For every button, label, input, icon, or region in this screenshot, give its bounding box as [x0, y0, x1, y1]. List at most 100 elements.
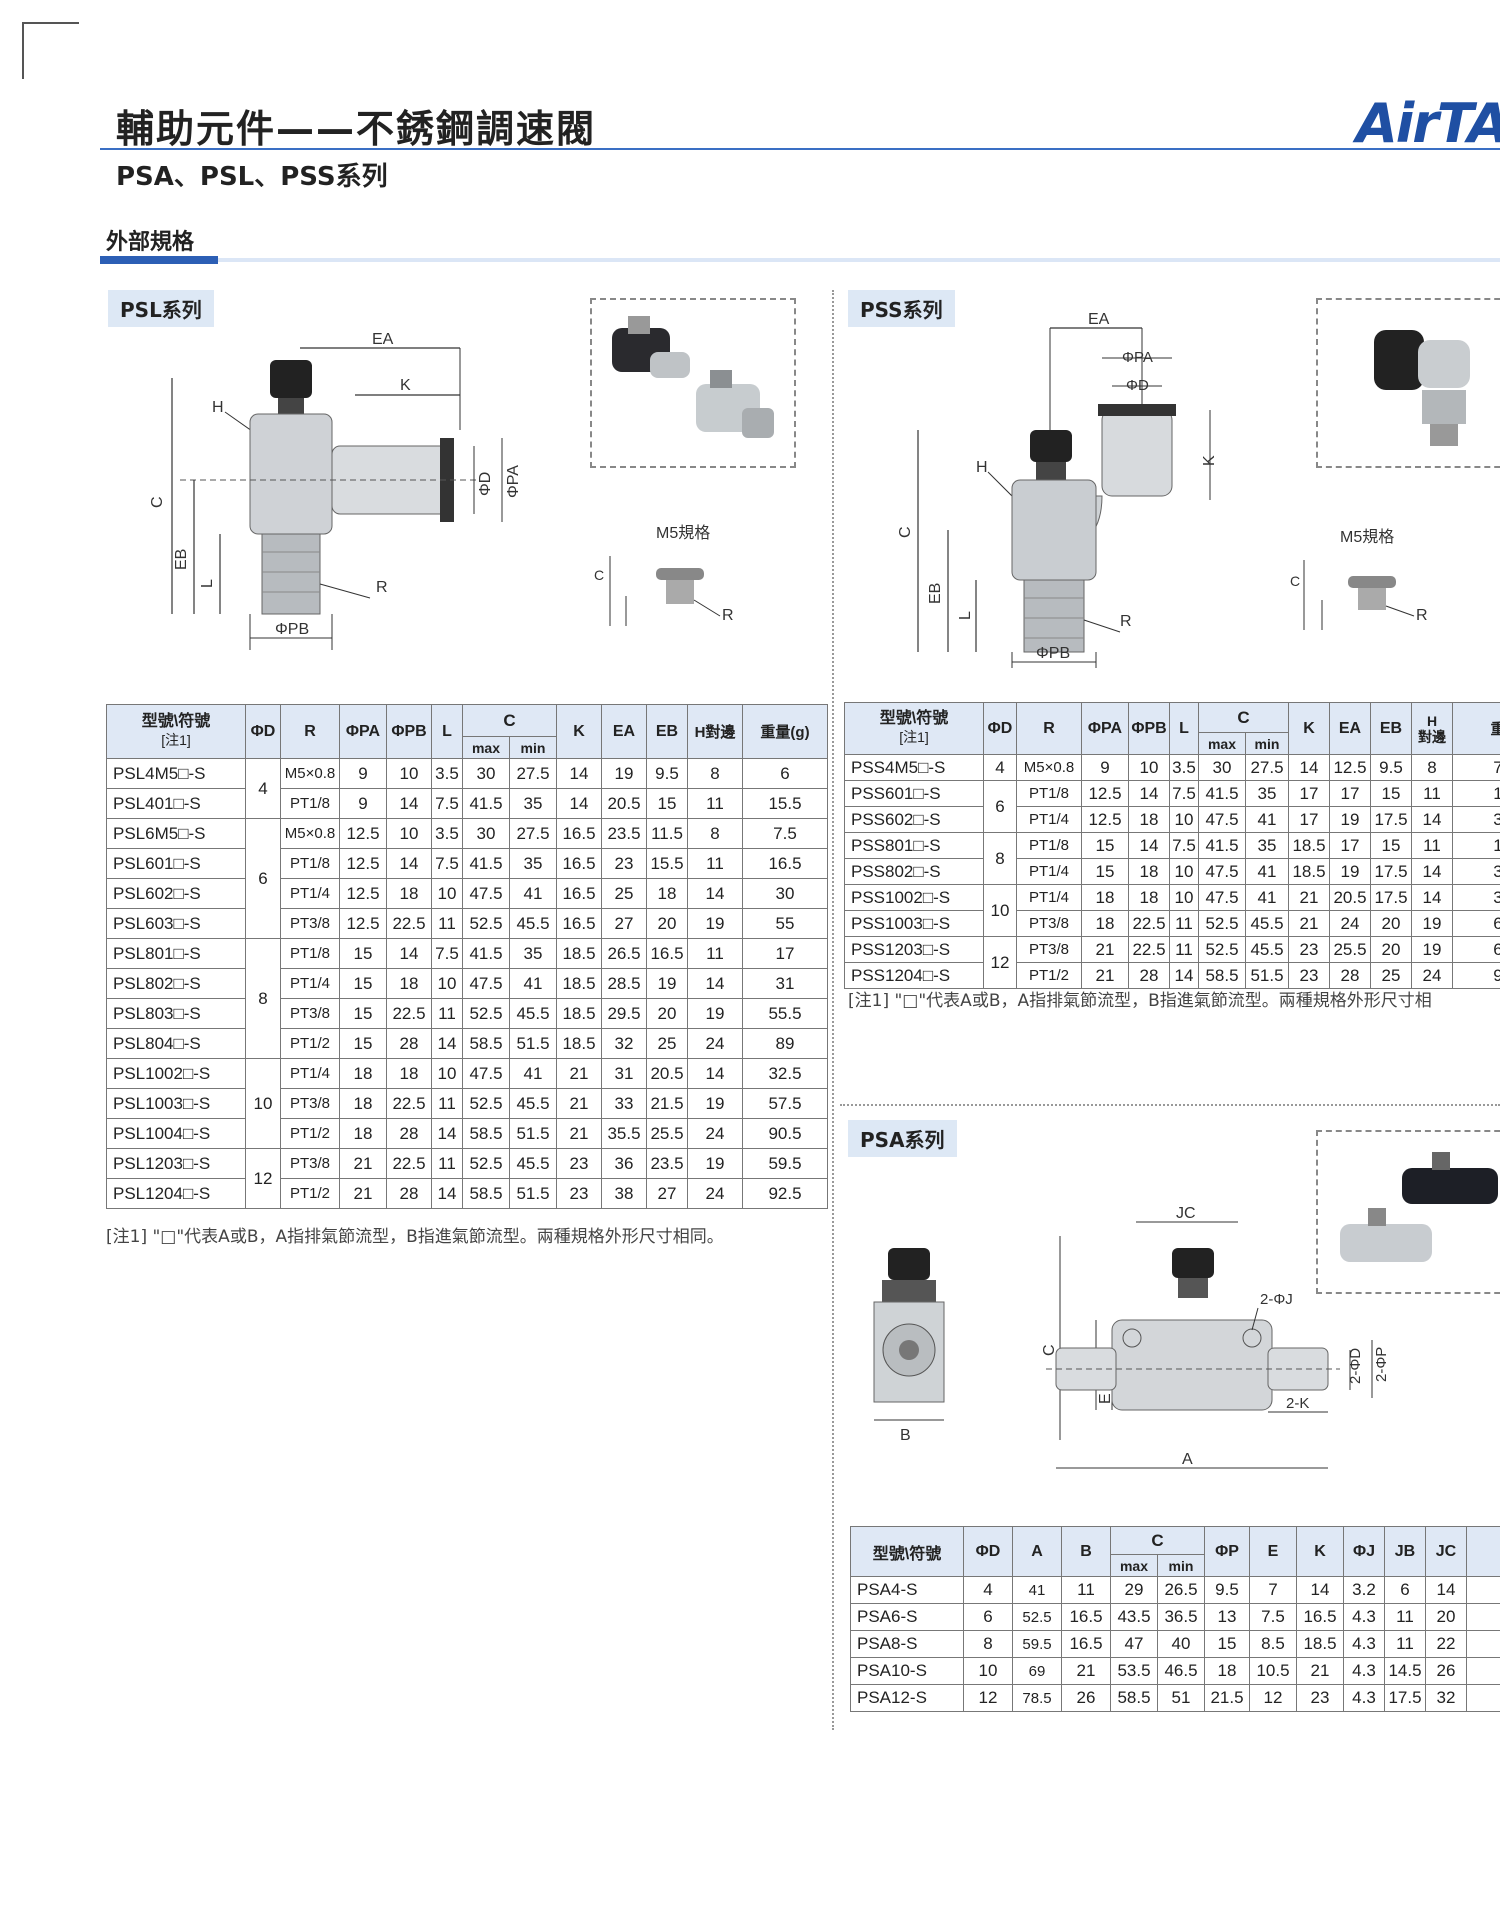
table-cell: 12.5	[339, 818, 387, 849]
table-cell: 19	[687, 1148, 743, 1179]
table-cell: PSL401□-S	[106, 788, 246, 819]
table-cell: 9.5	[1370, 754, 1412, 781]
table-cell: 17	[1329, 780, 1371, 807]
psl-dim-k: K	[400, 377, 411, 394]
table-cell: 41	[1245, 884, 1289, 911]
table-cell: 22.5	[1128, 910, 1170, 937]
table-cell: 7	[1466, 1576, 1500, 1604]
table-cell: 43.5	[1110, 1603, 1158, 1631]
table-cell: PT3/8	[280, 908, 340, 939]
pss-product-photo	[1316, 298, 1500, 468]
table-cell: 41	[509, 878, 557, 909]
table-cell: 19	[1329, 806, 1371, 833]
table-cell: PT3/8	[1016, 936, 1082, 963]
table-cell: 16.5	[556, 818, 602, 849]
psa-dimension-drawing: B C JB E JC 2-ΦJ 2-ΦD 2-ΦP 2-K A	[873, 1205, 1390, 1469]
table-cell: 22.5	[1128, 936, 1170, 963]
table-cell: 45.5	[1245, 936, 1289, 963]
table-cell: 41	[1245, 858, 1289, 885]
table-cell: 19	[687, 908, 743, 939]
table-cell: 18	[386, 968, 432, 999]
table-cell: PT1/4	[1016, 806, 1082, 833]
table-cell: 45.5	[509, 998, 557, 1029]
table-cell: 7.5	[1249, 1603, 1297, 1631]
psa-series-tag: PSA系列	[848, 1120, 957, 1157]
table-cell: 3.5	[1169, 754, 1199, 781]
table-cell: 20	[646, 998, 688, 1029]
table-cell: 32	[1425, 1684, 1467, 1712]
table-cell: PT1/2	[1016, 962, 1082, 989]
psl-m5-r: R	[722, 607, 734, 624]
table-cell: 28	[1128, 962, 1170, 989]
table-cell: 14	[1411, 884, 1453, 911]
psa-head-cmin: min	[1157, 1554, 1205, 1577]
psl-dim-l: L	[199, 579, 216, 588]
table-cell: PT1/8	[280, 938, 340, 969]
pss-m5-r: R	[1416, 607, 1428, 624]
section-rule-accent	[100, 256, 218, 264]
psa-dim-e: E	[1097, 1393, 1114, 1404]
pss-series-tag: PSS系列	[848, 290, 955, 327]
table-cell: 15	[1081, 832, 1129, 859]
psl-head-cmin: min	[509, 736, 557, 759]
table-cell: M5×0.8	[280, 818, 340, 849]
psa-dim-2oj: 2-ΦJ	[1260, 1291, 1293, 1308]
table-cell: PSL602□-S	[106, 878, 246, 909]
table-cell: 11	[1411, 832, 1453, 859]
table-cell: 16.5	[556, 878, 602, 909]
table-cell: 27	[601, 908, 647, 939]
pss-head-r: R	[1016, 702, 1082, 755]
table-cell: 11	[1384, 1603, 1426, 1631]
table-cell: 3	[1452, 806, 1500, 833]
table-cell: 21.5	[1204, 1684, 1250, 1712]
table-cell: 21	[339, 1148, 387, 1179]
table-cell: 17.5	[1384, 1684, 1426, 1712]
table-cell: 45.5	[1245, 910, 1289, 937]
table-cell: 19	[646, 968, 688, 999]
pss-dimension-drawing: EA ΦPA ΦD K H C EB L R ΦPB	[897, 311, 1218, 668]
psa-head-e: E	[1249, 1526, 1297, 1577]
table-cell: 36.5	[1157, 1603, 1205, 1631]
table-cell: 21	[556, 1058, 602, 1089]
table-cell: 10	[983, 884, 1017, 937]
table-cell: 11	[1384, 1630, 1426, 1658]
table-cell: PSL1203□-S	[106, 1148, 246, 1179]
table-cell: 19	[601, 758, 647, 789]
table-cell: PT1/8	[1016, 780, 1082, 807]
table-cell: 26	[1425, 1657, 1467, 1685]
psl-dim-eb: EB	[173, 549, 190, 570]
table-cell: 11	[431, 908, 463, 939]
pss-head-cmin: min	[1245, 732, 1289, 755]
table-cell: PSA10-S	[850, 1657, 964, 1685]
table-cell: 14	[1411, 858, 1453, 885]
pss-head-l: L	[1169, 702, 1199, 755]
table-cell: 10	[431, 968, 463, 999]
table-cell: 6	[1452, 910, 1500, 937]
table-cell: 92.5	[742, 1178, 828, 1209]
page-title: 輔助元件——不銹鋼調速閥	[116, 107, 597, 151]
table-cell: PT3/8	[280, 1088, 340, 1119]
table-cell: 10.5	[1249, 1657, 1297, 1685]
table-cell: 52.5	[1012, 1603, 1062, 1631]
table-cell: 15.5	[646, 848, 688, 879]
table-cell: PT1/4	[280, 1058, 340, 1089]
pss-dim-c: C	[897, 526, 914, 538]
table-cell: PSL802□-S	[106, 968, 246, 999]
table-cell: PSA12-S	[850, 1684, 964, 1712]
table-cell: PSL804□-S	[106, 1028, 246, 1059]
table-cell: PSL6M5□-S	[106, 818, 246, 849]
table-cell: 1	[1452, 832, 1500, 859]
brand-logo: AirTA	[1356, 92, 1500, 155]
table-cell: 53.5	[1110, 1657, 1158, 1685]
pss-head-od: ΦD	[983, 702, 1017, 755]
